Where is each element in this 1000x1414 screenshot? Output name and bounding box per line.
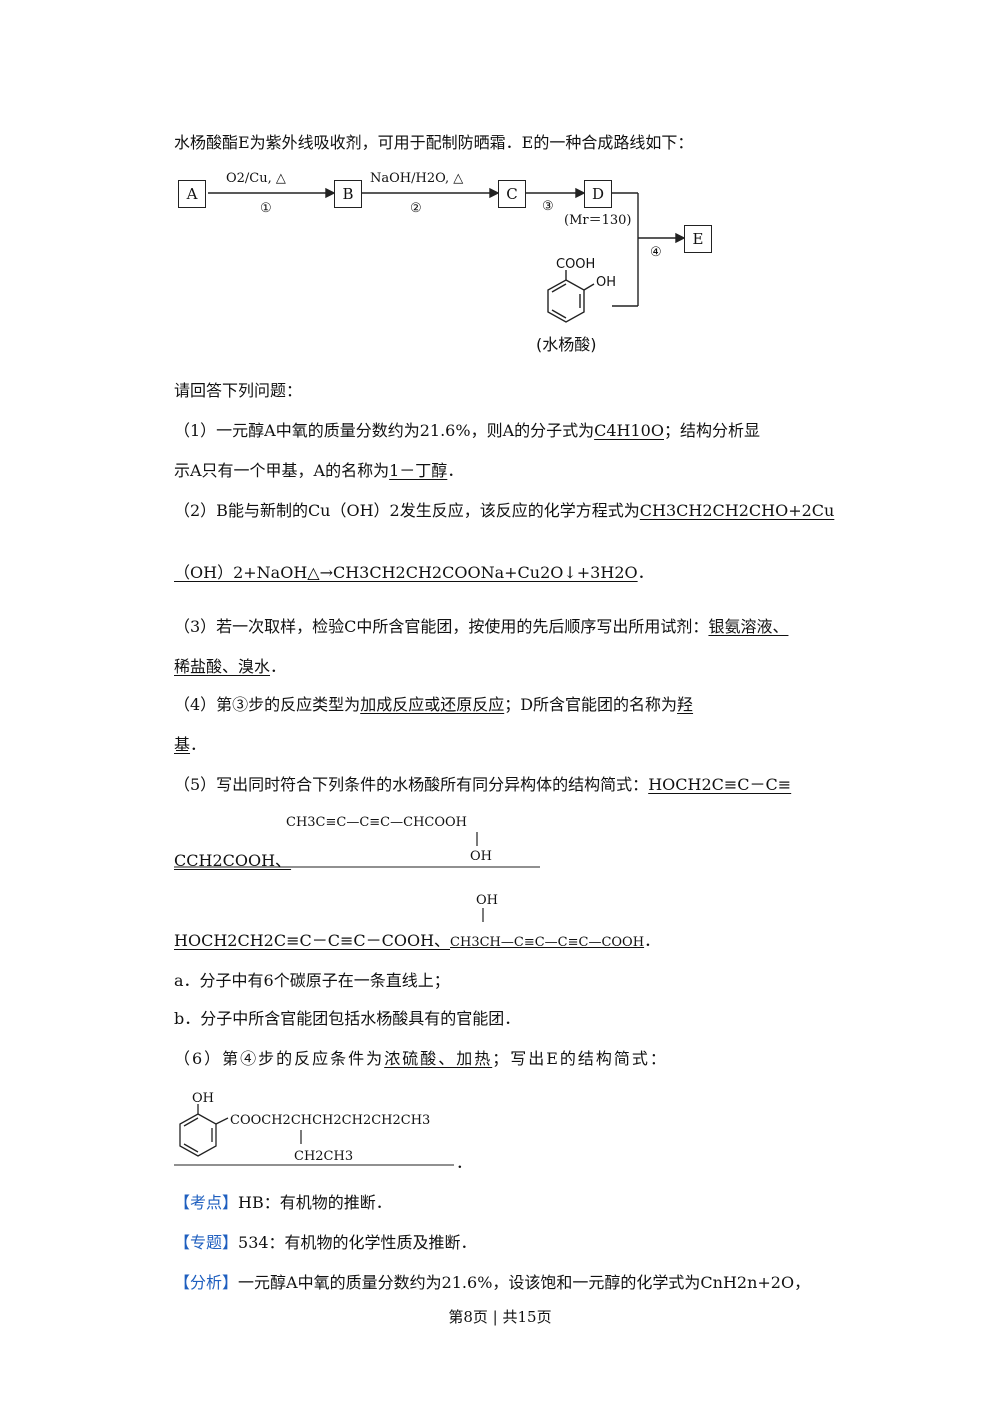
q6-branch-bond	[300, 1130, 302, 1144]
step-2-label: ②	[410, 201, 422, 216]
salicylic-acid-label: (水杨酸)	[536, 335, 597, 354]
q6-branch: CH2CH3	[294, 1149, 354, 1164]
q1-line1: （1）一元醇A中氧的质量分数约为21.6%，则A的分子式为C4H10O；结构分析…	[174, 421, 760, 440]
benzene-ring-e	[179, 1104, 229, 1157]
q6-end: ．	[456, 1153, 473, 1172]
page-footer: 第8页 | 共15页	[448, 1308, 552, 1326]
q5-line2: CCH2COOH、	[174, 851, 292, 870]
q6-oh: OH	[192, 1091, 214, 1106]
q5-struct1-oh: OH	[470, 849, 492, 864]
q5-line3: HOCH2CH2C≡C－C≡C－COOH、CH3CH—C≡C—C≡C—COOH．	[174, 931, 661, 950]
compound-c-box: C	[498, 180, 526, 208]
step-3-label: ③	[542, 199, 554, 214]
q5-condition-b: b．分子中所含官能团包括水杨酸具有的官能团．	[174, 1009, 521, 1028]
q5-line2-underline	[174, 866, 540, 868]
intro-text: 水杨酸酯E为紫外线吸收剂，可用于配制防晒霜．E的一种合成路线如下：	[174, 133, 694, 152]
q3-line2: 稀盐酸、溴水．	[174, 657, 287, 676]
q5-struct1-bond	[476, 832, 478, 846]
q5-condition-a: a．分子中有6个碳原子在一条直线上；	[174, 971, 450, 990]
q5-struct2-bond	[482, 908, 484, 922]
q6-chain: COOCH2CHCH2CH2CH2CH3	[230, 1113, 431, 1128]
synthesis-scheme: A B C D E O2/Cu, △ ① NaOH/H2O, △ ② ③ (Mr…	[172, 168, 732, 368]
step-4-label: ④	[650, 245, 662, 260]
q1-line2: 示A只有一个甲基，A的名称为1－丁醇．	[174, 461, 464, 480]
kaodian: 【考点】HB：有机物的推断．	[174, 1193, 392, 1212]
q6-underline	[174, 1164, 454, 1166]
d-molar-mass: (Mr＝130)	[564, 213, 632, 228]
compound-d-box: D	[584, 180, 612, 208]
step-1-label: ①	[260, 201, 272, 216]
compound-e-box: E	[684, 225, 712, 253]
compound-a-box: A	[178, 180, 206, 208]
compound-b-box: B	[334, 180, 362, 208]
scheme-arrows	[208, 187, 686, 323]
q5-struct1: CH3C≡C—C≡C—CHCOOH	[286, 815, 468, 830]
fenxi: 【分析】一元醇A中氧的质量分数约为21.6%，设该饱和一元醇的化学式为CnH2n…	[174, 1273, 811, 1292]
prompt: 请回答下列问题：	[174, 381, 303, 400]
q5-line1: （5）写出同时符合下列条件的水杨酸所有同分异构体的结构简式：HOCH2C≡C－C…	[174, 775, 792, 794]
q6-line1: （6）第④步的反应条件为浓硫酸、加热；写出E的结构简式：	[174, 1049, 668, 1068]
condition-1: O2/Cu, △	[226, 171, 286, 186]
q5-struct2: CH3CH—C≡C—C≡C—COOH	[450, 935, 645, 950]
q4-line2: 基．	[174, 735, 207, 754]
condition-2: NaOH/H2O, △	[370, 171, 464, 186]
oh-label: OH	[596, 275, 617, 290]
zhuanti: 【专题】534：有机物的化学性质及推断．	[174, 1233, 477, 1252]
q5-struct2-oh: OH	[476, 893, 498, 908]
q2-line1: （2）B能与新制的Cu（OH）2发生反应，该反应的化学方程式为CH3CH2CH2…	[174, 501, 835, 520]
q3-line1: （3）若一次取样，检验C中所含官能团，按使用的先后顺序写出所用试剂：银氨溶液、	[174, 617, 789, 636]
cooh-label: COOH	[556, 257, 596, 272]
q4-line1: （4）第③步的反应类型为加成反应或还原反应；D所含官能团的名称为羟	[174, 695, 694, 714]
q2-line2: （OH）2+NaOH△→CH3CH2CH2COONa+Cu2O↓+3H2O．	[174, 563, 654, 582]
